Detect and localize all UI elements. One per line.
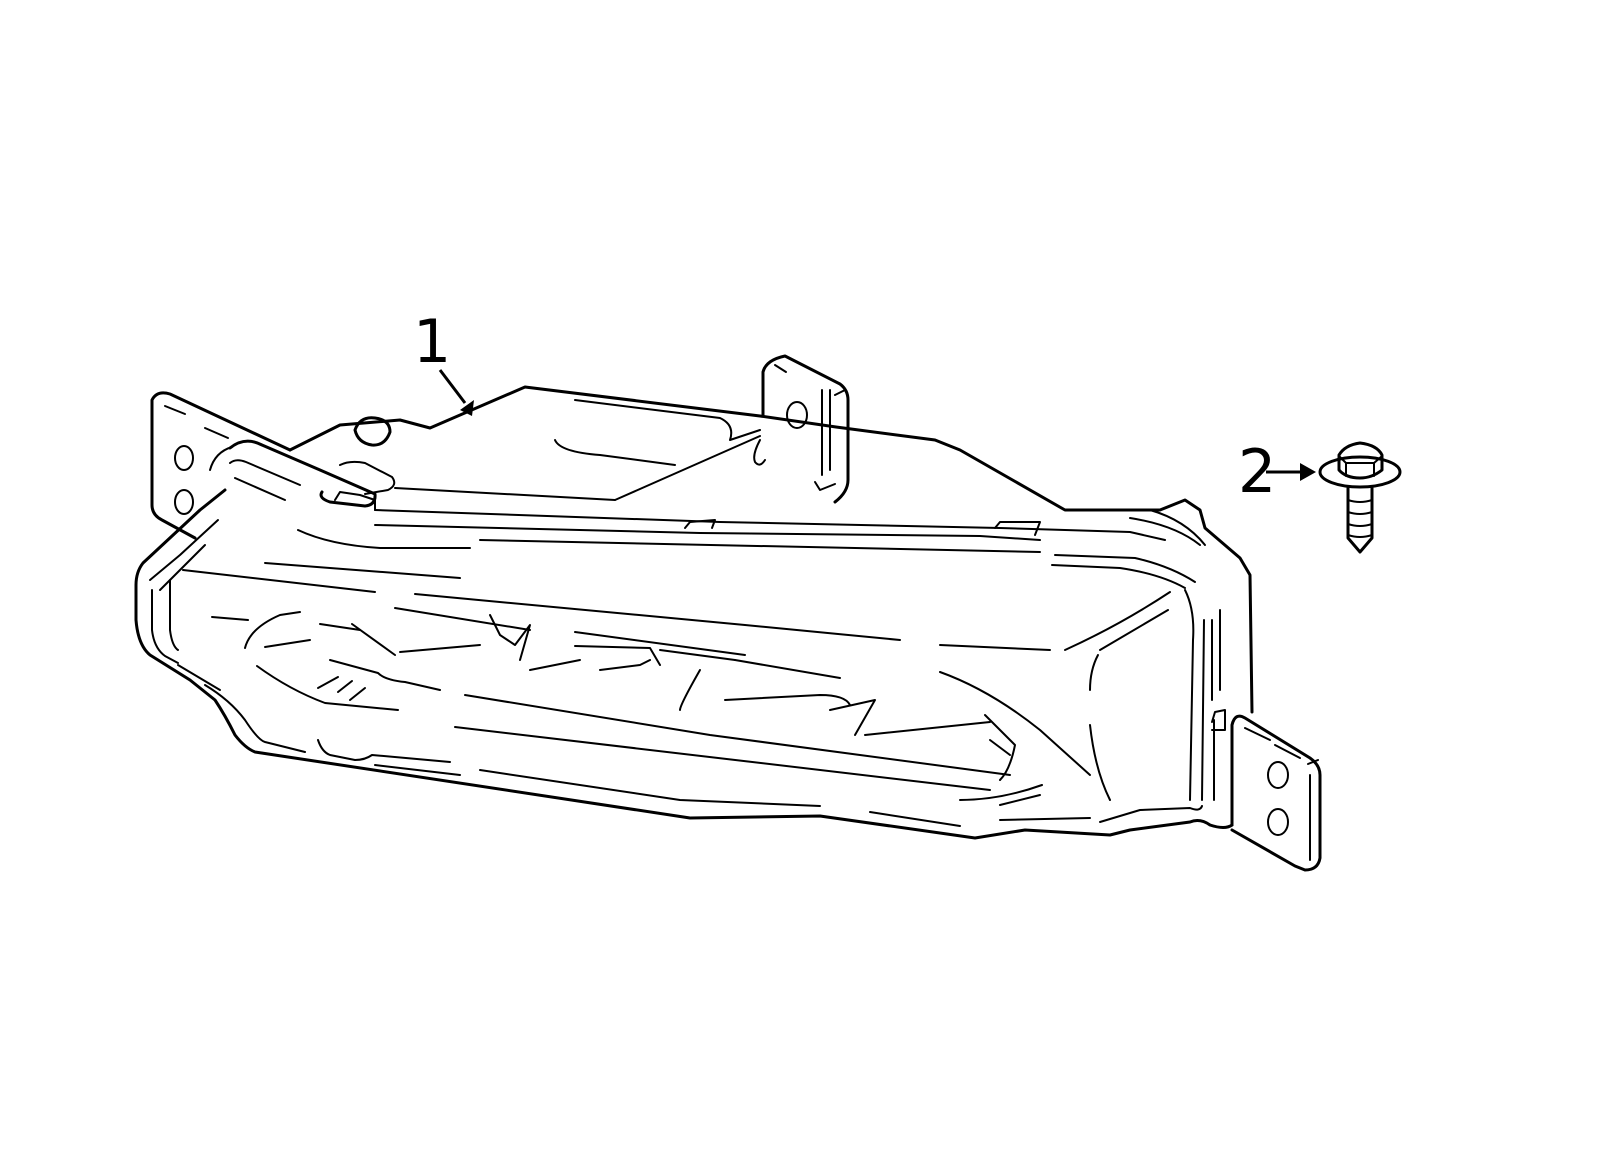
- bracket-hole-icon: [174, 489, 194, 515]
- flange-bolt: [1318, 441, 1402, 554]
- callout-number-2: 2: [1238, 437, 1277, 507]
- callout-1-leader: [438, 369, 474, 416]
- slot-hole-icon: [1267, 761, 1289, 789]
- callout-2-leader: [1266, 463, 1316, 481]
- lamp-assembly: [134, 354, 1322, 872]
- bracket-hole-icon: [174, 445, 194, 471]
- tab-hole-icon: [786, 401, 808, 429]
- slot-hole-icon: [1267, 808, 1289, 836]
- callout-number-1: 1: [413, 307, 452, 377]
